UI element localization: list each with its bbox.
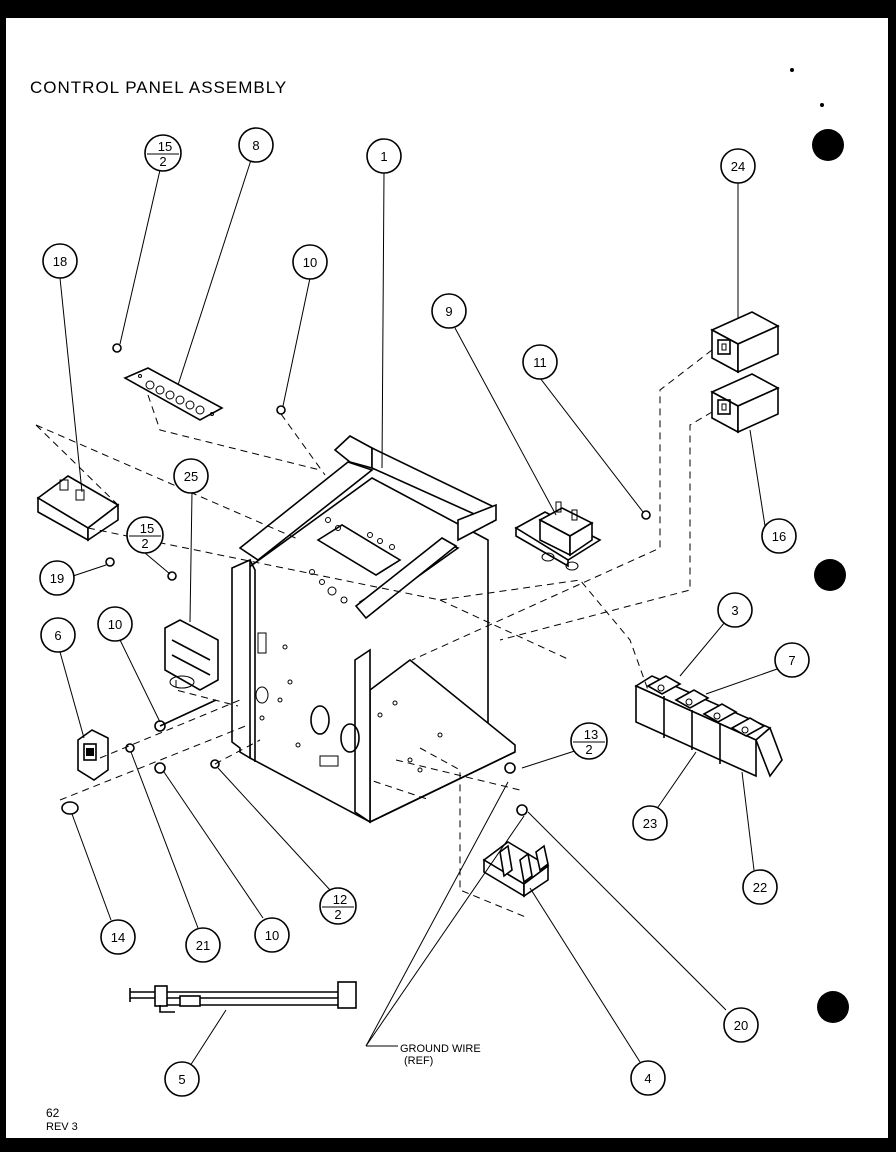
terminal-strip [123, 367, 224, 421]
callout-10-bottom: 10 [254, 917, 290, 953]
binder-hole-middle [814, 559, 846, 591]
svg-text:2: 2 [334, 907, 341, 922]
control-panel-chassis [231, 435, 516, 824]
callout-fraction-12-2: 12 2 [319, 887, 357, 925]
svg-text:13: 13 [584, 727, 598, 742]
callout-7: 7 [774, 642, 810, 678]
svg-text:3: 3 [731, 603, 738, 618]
svg-text:12: 12 [333, 892, 347, 907]
svg-text:10: 10 [108, 617, 122, 632]
callout-1: 1 [366, 138, 402, 174]
svg-text:6: 6 [54, 628, 61, 643]
callout-fraction-13-2: 13 2 [570, 722, 608, 760]
callout-10-top: 10 [292, 244, 328, 280]
svg-text:19: 19 [50, 571, 64, 586]
callout-4: 4 [630, 1060, 666, 1096]
svg-text:18: 18 [53, 254, 67, 269]
svg-text:8: 8 [252, 138, 259, 153]
svg-text:2: 2 [141, 536, 148, 551]
speck-mark [820, 103, 824, 107]
callout-24: 24 [720, 148, 756, 184]
ground-wire-label: GROUND WIRE [400, 1043, 481, 1055]
callout-23: 23 [632, 805, 668, 841]
svg-text:2: 2 [585, 742, 592, 757]
callout-20: 20 [723, 1007, 759, 1043]
relay-bracket [36, 475, 120, 542]
callout-21: 21 [185, 927, 221, 963]
revision-label: REV 3 [46, 1121, 78, 1133]
svg-text:16: 16 [772, 529, 786, 544]
capacitor-bracket [164, 619, 219, 691]
svg-text:22: 22 [753, 880, 767, 895]
screw-hardware [61, 343, 651, 816]
svg-text:4: 4 [644, 1071, 651, 1086]
svg-text:25: 25 [184, 469, 198, 484]
callout-5: 5 [164, 1061, 200, 1097]
page-title: CONTROL PANEL ASSEMBLY [30, 78, 287, 97]
svg-text:1: 1 [380, 149, 387, 164]
callout-19: 19 [39, 560, 75, 596]
svg-text:10: 10 [303, 255, 317, 270]
svg-text:24: 24 [731, 159, 745, 174]
callout-16: 16 [761, 518, 797, 554]
ground-wire-ref: (REF) [404, 1055, 433, 1067]
svg-text:23: 23 [643, 816, 657, 831]
svg-text:20: 20 [734, 1018, 748, 1033]
callout-22: 22 [742, 869, 778, 905]
binder-hole-top [812, 129, 844, 161]
switch-24 [710, 311, 780, 374]
callout-fraction-15-2-left: 15 2 [126, 516, 164, 554]
assembly-guide-lines [35, 349, 713, 919]
svg-text:7: 7 [788, 653, 795, 668]
svg-text:11: 11 [533, 355, 547, 370]
switch-16 [710, 373, 780, 434]
terminal-block [482, 841, 550, 898]
callout-18: 18 [42, 243, 78, 279]
svg-text:21: 21 [196, 938, 210, 953]
leader-lines [59, 159, 781, 1067]
selector-switch-block [634, 675, 783, 778]
callout-14: 14 [100, 919, 136, 955]
page-number: 62 [46, 1106, 60, 1120]
svg-text:2: 2 [159, 154, 166, 169]
callout-25: 25 [173, 458, 209, 494]
callout-9: 9 [431, 293, 467, 329]
svg-text:5: 5 [178, 1072, 185, 1087]
callout-10-left: 10 [97, 606, 133, 642]
callout-3: 3 [717, 592, 753, 628]
svg-text:9: 9 [445, 304, 452, 319]
transformer [514, 501, 602, 571]
callout-6: 6 [40, 617, 76, 653]
speck-mark [790, 68, 794, 72]
svg-text:15: 15 [140, 521, 154, 536]
svg-text:10: 10 [265, 928, 279, 943]
svg-text:15: 15 [158, 139, 172, 154]
callout-8: 8 [238, 127, 274, 163]
callout-fraction-15-2-top: 15 2 [144, 134, 182, 172]
binder-hole-bottom [817, 991, 849, 1023]
callout-11: 11 [522, 344, 558, 380]
svg-text:14: 14 [111, 930, 125, 945]
rocker-switch [77, 729, 109, 781]
wire-harness [129, 981, 357, 1013]
